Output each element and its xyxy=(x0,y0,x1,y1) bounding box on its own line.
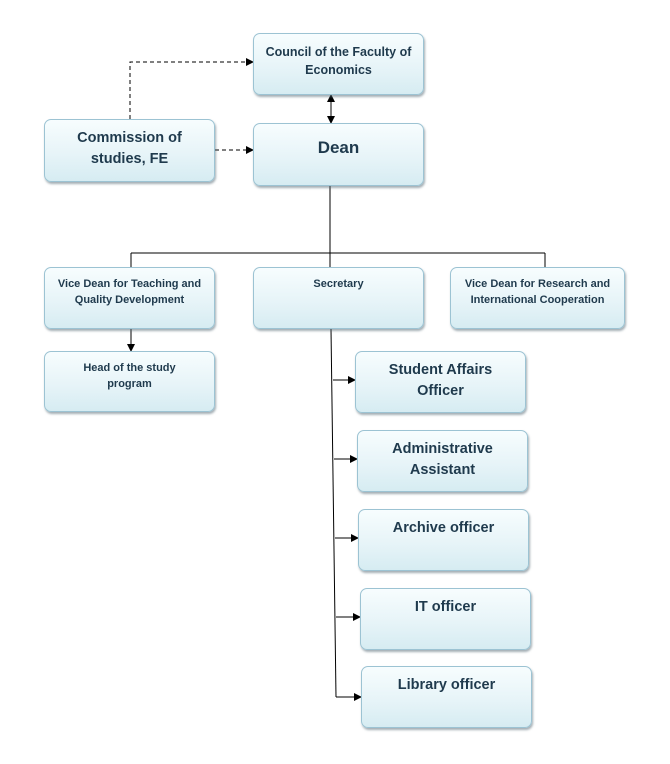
it-officer-box: IT officer xyxy=(360,588,531,650)
dean-box: Dean xyxy=(253,123,424,186)
administrative-assistant-label: Administrative Assistant xyxy=(392,441,493,479)
student-affairs-box: Student Affairs Officer xyxy=(355,351,526,413)
secretary-trunk-connector xyxy=(330,328,337,698)
vice-dean-teaching-label: Vice Dean for Teaching and Quality Devel… xyxy=(57,278,202,306)
council-label: Council of the Faculty of Economics xyxy=(265,45,412,78)
head-study-program-box: Head of the study program xyxy=(44,351,215,412)
commission-box: Commission of studies, FE xyxy=(44,119,215,182)
vice-dean-research-box: Vice Dean for Research and International… xyxy=(450,267,625,329)
archive-officer-label: Archive officer xyxy=(392,520,495,536)
library-officer-label: Library officer xyxy=(397,677,496,693)
it-officer-label: IT officer xyxy=(414,599,477,615)
student-affairs-label: Student Affairs Officer xyxy=(388,362,493,400)
secretary-box: Secretary xyxy=(253,267,424,329)
council-box: Council of the Faculty of Economics xyxy=(253,33,424,95)
administrative-assistant-box: Administrative Assistant xyxy=(357,430,528,492)
vice-dean-teaching-box: Vice Dean for Teaching and Quality Devel… xyxy=(44,267,215,329)
commission-to-council-connector xyxy=(129,58,254,119)
library-officer-box: Library officer xyxy=(361,666,532,728)
commission-label: Commission of studies, FE xyxy=(77,130,182,168)
archive-officer-box: Archive officer xyxy=(358,509,529,571)
secretary-label: Secretary xyxy=(313,278,364,290)
dean-label: Dean xyxy=(317,138,360,157)
head-study-program-label: Head of the study program xyxy=(83,362,176,390)
vice-dean-research-label: Vice Dean for Research and International… xyxy=(464,278,611,306)
